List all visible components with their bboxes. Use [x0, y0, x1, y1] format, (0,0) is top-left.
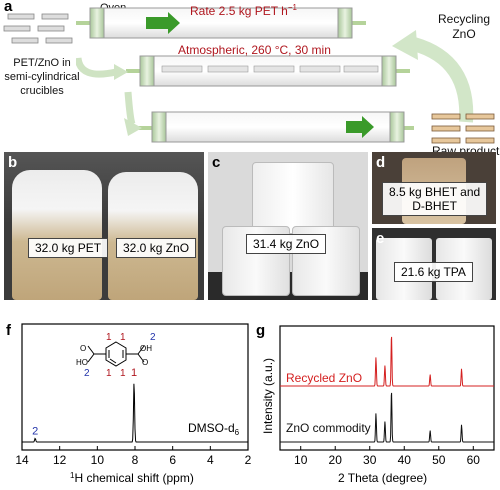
- mol-o-right: O: [142, 358, 148, 367]
- panel-letter-c: c: [212, 154, 221, 171]
- panel-c-photo: c 31.4 kg ZnO: [208, 152, 368, 300]
- mol-h-label-1b: 1: [120, 332, 126, 343]
- mol-oh-right: OH: [140, 344, 152, 353]
- xrd-series-recycled: [280, 336, 494, 387]
- condition-label: Atmospheric, 260 °C, 30 min: [178, 43, 331, 57]
- terephthalic-acid-structure: [87, 341, 145, 367]
- rate-sup: −1: [287, 3, 297, 12]
- zno-bag: [108, 172, 198, 300]
- oven-1: [76, 7, 366, 39]
- nmr-spectrum: [22, 383, 248, 443]
- xrd-tick-label: 40: [398, 453, 412, 467]
- pet-bag: [12, 170, 102, 300]
- raw-product-icon: [431, 113, 495, 144]
- nmr-peak-labels: 21: [32, 367, 137, 437]
- nmr-tick-label: 4: [207, 453, 214, 467]
- oven-diagram: [76, 7, 414, 143]
- label-zno-c: 31.4 kg ZnO: [246, 234, 327, 254]
- xrd-legend-recycled: Recycled ZnO: [286, 371, 362, 385]
- panel-letter-g: g: [256, 322, 266, 339]
- nmr-tick-label: 12: [53, 453, 67, 467]
- mol-h-label-1a: 1: [106, 332, 112, 343]
- panel-d-photo: d 8.5 kg BHET and D-BHET: [372, 152, 496, 224]
- nmr-xlabel-sup: 1: [70, 471, 75, 480]
- nmr-tick-label: 8: [132, 453, 139, 467]
- mol-h-label-1c: 1: [106, 368, 112, 379]
- nmr-xlabel: 1H chemical shift (ppm): [70, 471, 194, 485]
- xrd-legend-commodity: ZnO commodity: [286, 421, 371, 435]
- crucible-label-line3: crucibles: [20, 85, 64, 97]
- xrd-tick-label: 10: [294, 453, 308, 467]
- rate-text: Rate 2.5 kg PET h: [190, 4, 288, 18]
- label-bhet-line1: 8.5 kg BHET and: [389, 185, 481, 199]
- mol-h-label-2b: 2: [84, 368, 90, 379]
- recycling-arrow-icon: [392, 30, 474, 123]
- mol-h-label-1d: 1: [120, 368, 126, 379]
- solvent-label: DMSO-d6: [188, 421, 240, 437]
- panel-letter-f: f: [6, 322, 11, 339]
- label-tpa: 21.6 kg TPA: [394, 262, 473, 282]
- solvent-sub: 6: [235, 428, 240, 437]
- rate-label: Rate 2.5 kg PET h−1: [190, 3, 297, 18]
- nmr-xlabel-text: H chemical shift (ppm): [74, 471, 193, 485]
- nmr-tick-label: 10: [91, 453, 105, 467]
- xrd-tick-label: 60: [467, 453, 481, 467]
- recycling-label-line1: Recycling: [438, 12, 491, 26]
- crucible-label-line2: semi-cylindrical: [4, 71, 80, 83]
- xrd-x-ticks: 10 20 30 40 50 60: [294, 446, 480, 467]
- panel-e-photo: e 21.6 kg TPA: [372, 228, 496, 300]
- oven-3: [138, 111, 414, 143]
- label-bhet-line2: D-BHET: [412, 199, 457, 213]
- crucibles-icon: [3, 13, 73, 44]
- panel-letter-b: b: [8, 154, 18, 171]
- crucible-label: PET/ZnO in semi-cylindrical crucibles: [2, 56, 82, 98]
- nmr-tick-label: 6: [169, 453, 176, 467]
- recycling-label: Recycling ZnO: [438, 12, 490, 42]
- panel-letter-a: a: [4, 0, 13, 15]
- panel-b-photo: b 32.0 kg PET 32.0 kg ZnO: [4, 152, 204, 300]
- bucket-top: [252, 162, 334, 234]
- xrd-tick-label: 30: [363, 453, 377, 467]
- mol-ho-left: HO: [76, 358, 88, 367]
- label-zno-b: 32.0 kg ZnO: [116, 238, 197, 258]
- oven-2: [126, 55, 410, 87]
- xrd-series-commodity: [280, 392, 494, 443]
- recycling-label-line2: ZnO: [452, 27, 476, 41]
- nmr-tick-label: 2: [245, 453, 252, 467]
- label-bhet: 8.5 kg BHET and D-BHET: [382, 182, 488, 216]
- nmr-peak-label: 1: [131, 367, 137, 379]
- label-pet: 32.0 kg PET: [28, 238, 109, 258]
- panel-letter-e: e: [376, 230, 385, 247]
- xrd-xlabel: 2 Theta (degree): [338, 471, 427, 485]
- panel-letter-d: d: [376, 154, 386, 171]
- crucible-label-line1: PET/ZnO in: [13, 57, 71, 69]
- mol-h-label-2a: 2: [150, 332, 156, 343]
- xrd-frame: [279, 325, 495, 451]
- nmr-peak-label: 2: [32, 425, 38, 437]
- xrd-ylabel: Intensity (a.u.): [261, 358, 275, 434]
- nmr-tick-label: 14: [15, 453, 29, 467]
- xrd-tick-label: 50: [432, 453, 446, 467]
- solvent-text: DMSO-d: [188, 421, 235, 435]
- nmr-x-ticks: 14 12 10 8 6 4 2: [15, 446, 252, 467]
- xrd-tick-label: 20: [329, 453, 343, 467]
- mol-o-left: O: [80, 344, 86, 353]
